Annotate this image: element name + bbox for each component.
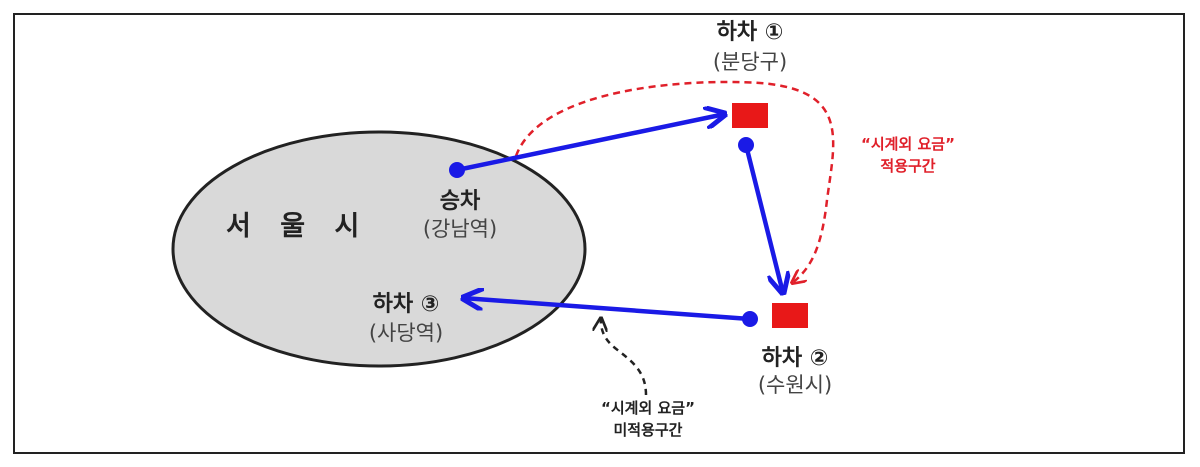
city-label: 서 울 시 (226, 211, 370, 242)
stop2-place: (수원시) (757, 373, 833, 397)
stop3-place: (사당역) (368, 321, 444, 345)
surcharge-not-applied-pointer (601, 318, 648, 396)
surcharge-not-applied-label-line1: “시계외 요금” (601, 399, 695, 417)
boarding-title: 승차 (439, 189, 481, 214)
stop2-marker (772, 303, 808, 328)
stop1-place: (분당구) (712, 50, 788, 74)
route-arrow-stop2-to-stop3 (463, 298, 751, 322)
route-arrow-boarding-to-stop1 (456, 114, 725, 173)
boarding-point-dot (449, 162, 465, 178)
stop1-title: 하차 ① (716, 20, 784, 45)
surcharge-applied-label-line1: “시계외 요금” (861, 135, 955, 153)
boarding-place: (강남역) (422, 217, 498, 241)
surcharge-not-applied-label-line2: 미적용구간 (613, 421, 683, 439)
stop1-marker (732, 103, 768, 128)
stop1-departure-dot (738, 137, 754, 153)
stop3-title: 하차 ③ (372, 292, 440, 317)
stop2-departure-dot (742, 311, 758, 327)
surcharge-applied-path (514, 80, 835, 283)
surcharge-applied-label-line2: 적용구간 (880, 157, 936, 175)
stop2-title: 하차 ② (761, 346, 829, 371)
route-arrow-stop1-to-stop2 (743, 144, 783, 293)
